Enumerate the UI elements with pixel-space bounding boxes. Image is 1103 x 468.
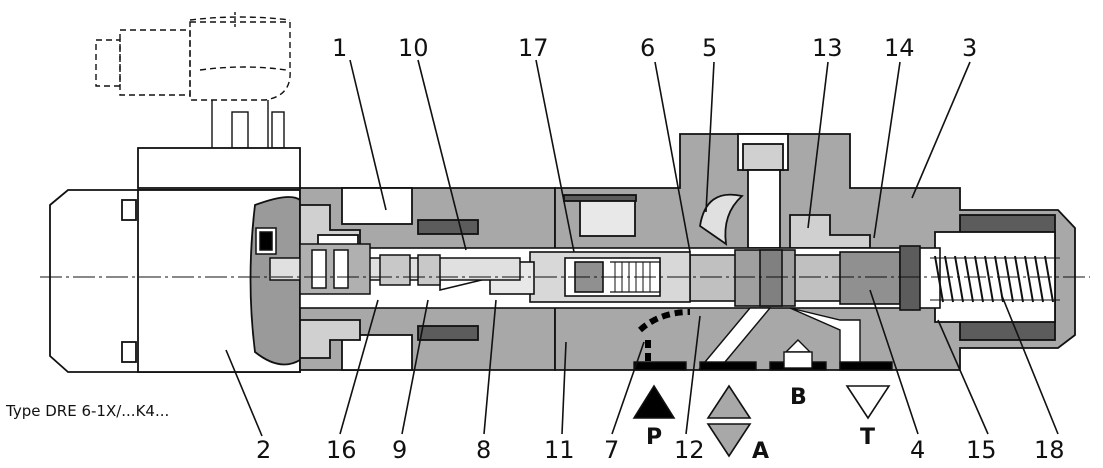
callout-8: 8 [476,436,491,464]
callout-14: 14 [884,34,915,62]
callout-3: 3 [962,34,977,62]
armature-pin [255,227,521,295]
port-a-triangle-up [706,384,752,419]
callout-2: 2 [256,436,271,464]
port-t-label: T [860,425,875,450]
leader-lines [225,59,1059,437]
callout-5: 5 [702,34,717,62]
port-labels: P A B T [646,385,875,464]
callout-6: 6 [640,34,655,62]
port-a-label: A [752,439,769,464]
port-symbols [632,384,891,458]
callout-10: 10 [398,34,429,62]
callout-7: 7 [604,436,619,464]
callout-11: 11 [544,436,575,464]
callout-15: 15 [966,436,997,464]
callout-4: 4 [910,436,925,464]
callout-16: 16 [326,436,357,464]
port-p-label: P [646,425,662,450]
internal-channels [633,307,893,371]
callout-numbers: 1 10 17 6 5 13 14 3 2 16 9 8 11 7 12 4 1… [256,34,1065,464]
port-t-triangle [845,385,891,420]
callout-17: 17 [518,34,549,62]
plug-connector [95,12,291,149]
callout-9: 9 [392,436,407,464]
solenoid-coil-housing [49,147,301,373]
callout-13: 13 [812,34,843,62]
callout-1: 1 [332,34,347,62]
port-a-triangle-down [706,423,752,458]
compression-spring [930,255,1060,303]
port-p-triangle [632,384,676,419]
callout-12: 12 [674,436,705,464]
type-caption: Type DRE 6-1X/...K4... [5,402,169,420]
callout-18: 18 [1034,436,1065,464]
port-b-label: B [790,385,807,410]
